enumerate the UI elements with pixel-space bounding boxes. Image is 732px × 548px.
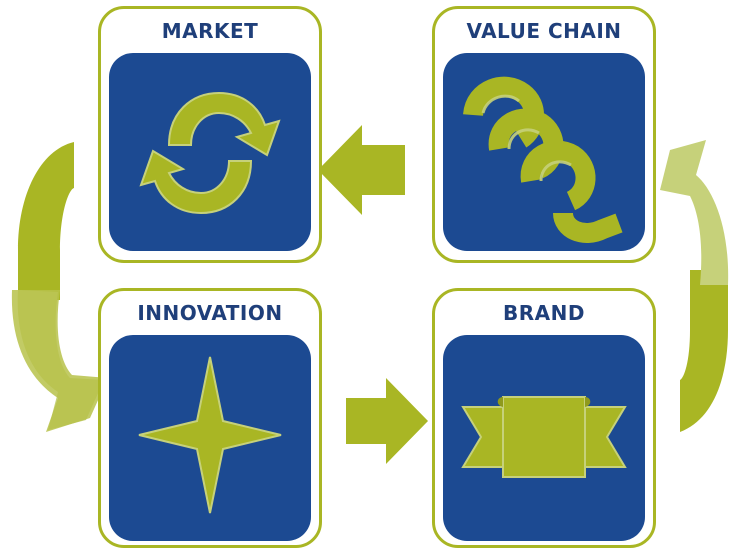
value-chain-panel xyxy=(443,53,645,251)
innovation-panel xyxy=(109,335,311,541)
ribbon-banner-icon xyxy=(461,396,627,478)
market-card: MARKET xyxy=(98,6,322,263)
recycle-arrows-icon xyxy=(139,91,281,215)
market-title: MARKET xyxy=(161,19,259,43)
innovation-card: INNOVATION xyxy=(98,288,322,548)
curved-arrow-up-icon xyxy=(660,140,729,432)
four-point-star-icon xyxy=(138,356,282,514)
arrow-left-icon xyxy=(318,125,405,215)
market-panel xyxy=(109,53,311,251)
arrow-right-icon xyxy=(346,378,428,464)
curved-arrow-down-icon xyxy=(11,142,109,432)
brand-title: BRAND xyxy=(503,301,585,325)
brand-panel xyxy=(443,335,645,541)
innovation-title: INNOVATION xyxy=(137,301,283,325)
brand-card: BRAND xyxy=(432,288,656,548)
value-chain-title: VALUE CHAIN xyxy=(466,19,622,43)
value-chain-card: VALUE CHAIN xyxy=(432,6,656,263)
chain-links-icon xyxy=(463,76,623,243)
connector-layer xyxy=(11,125,729,464)
